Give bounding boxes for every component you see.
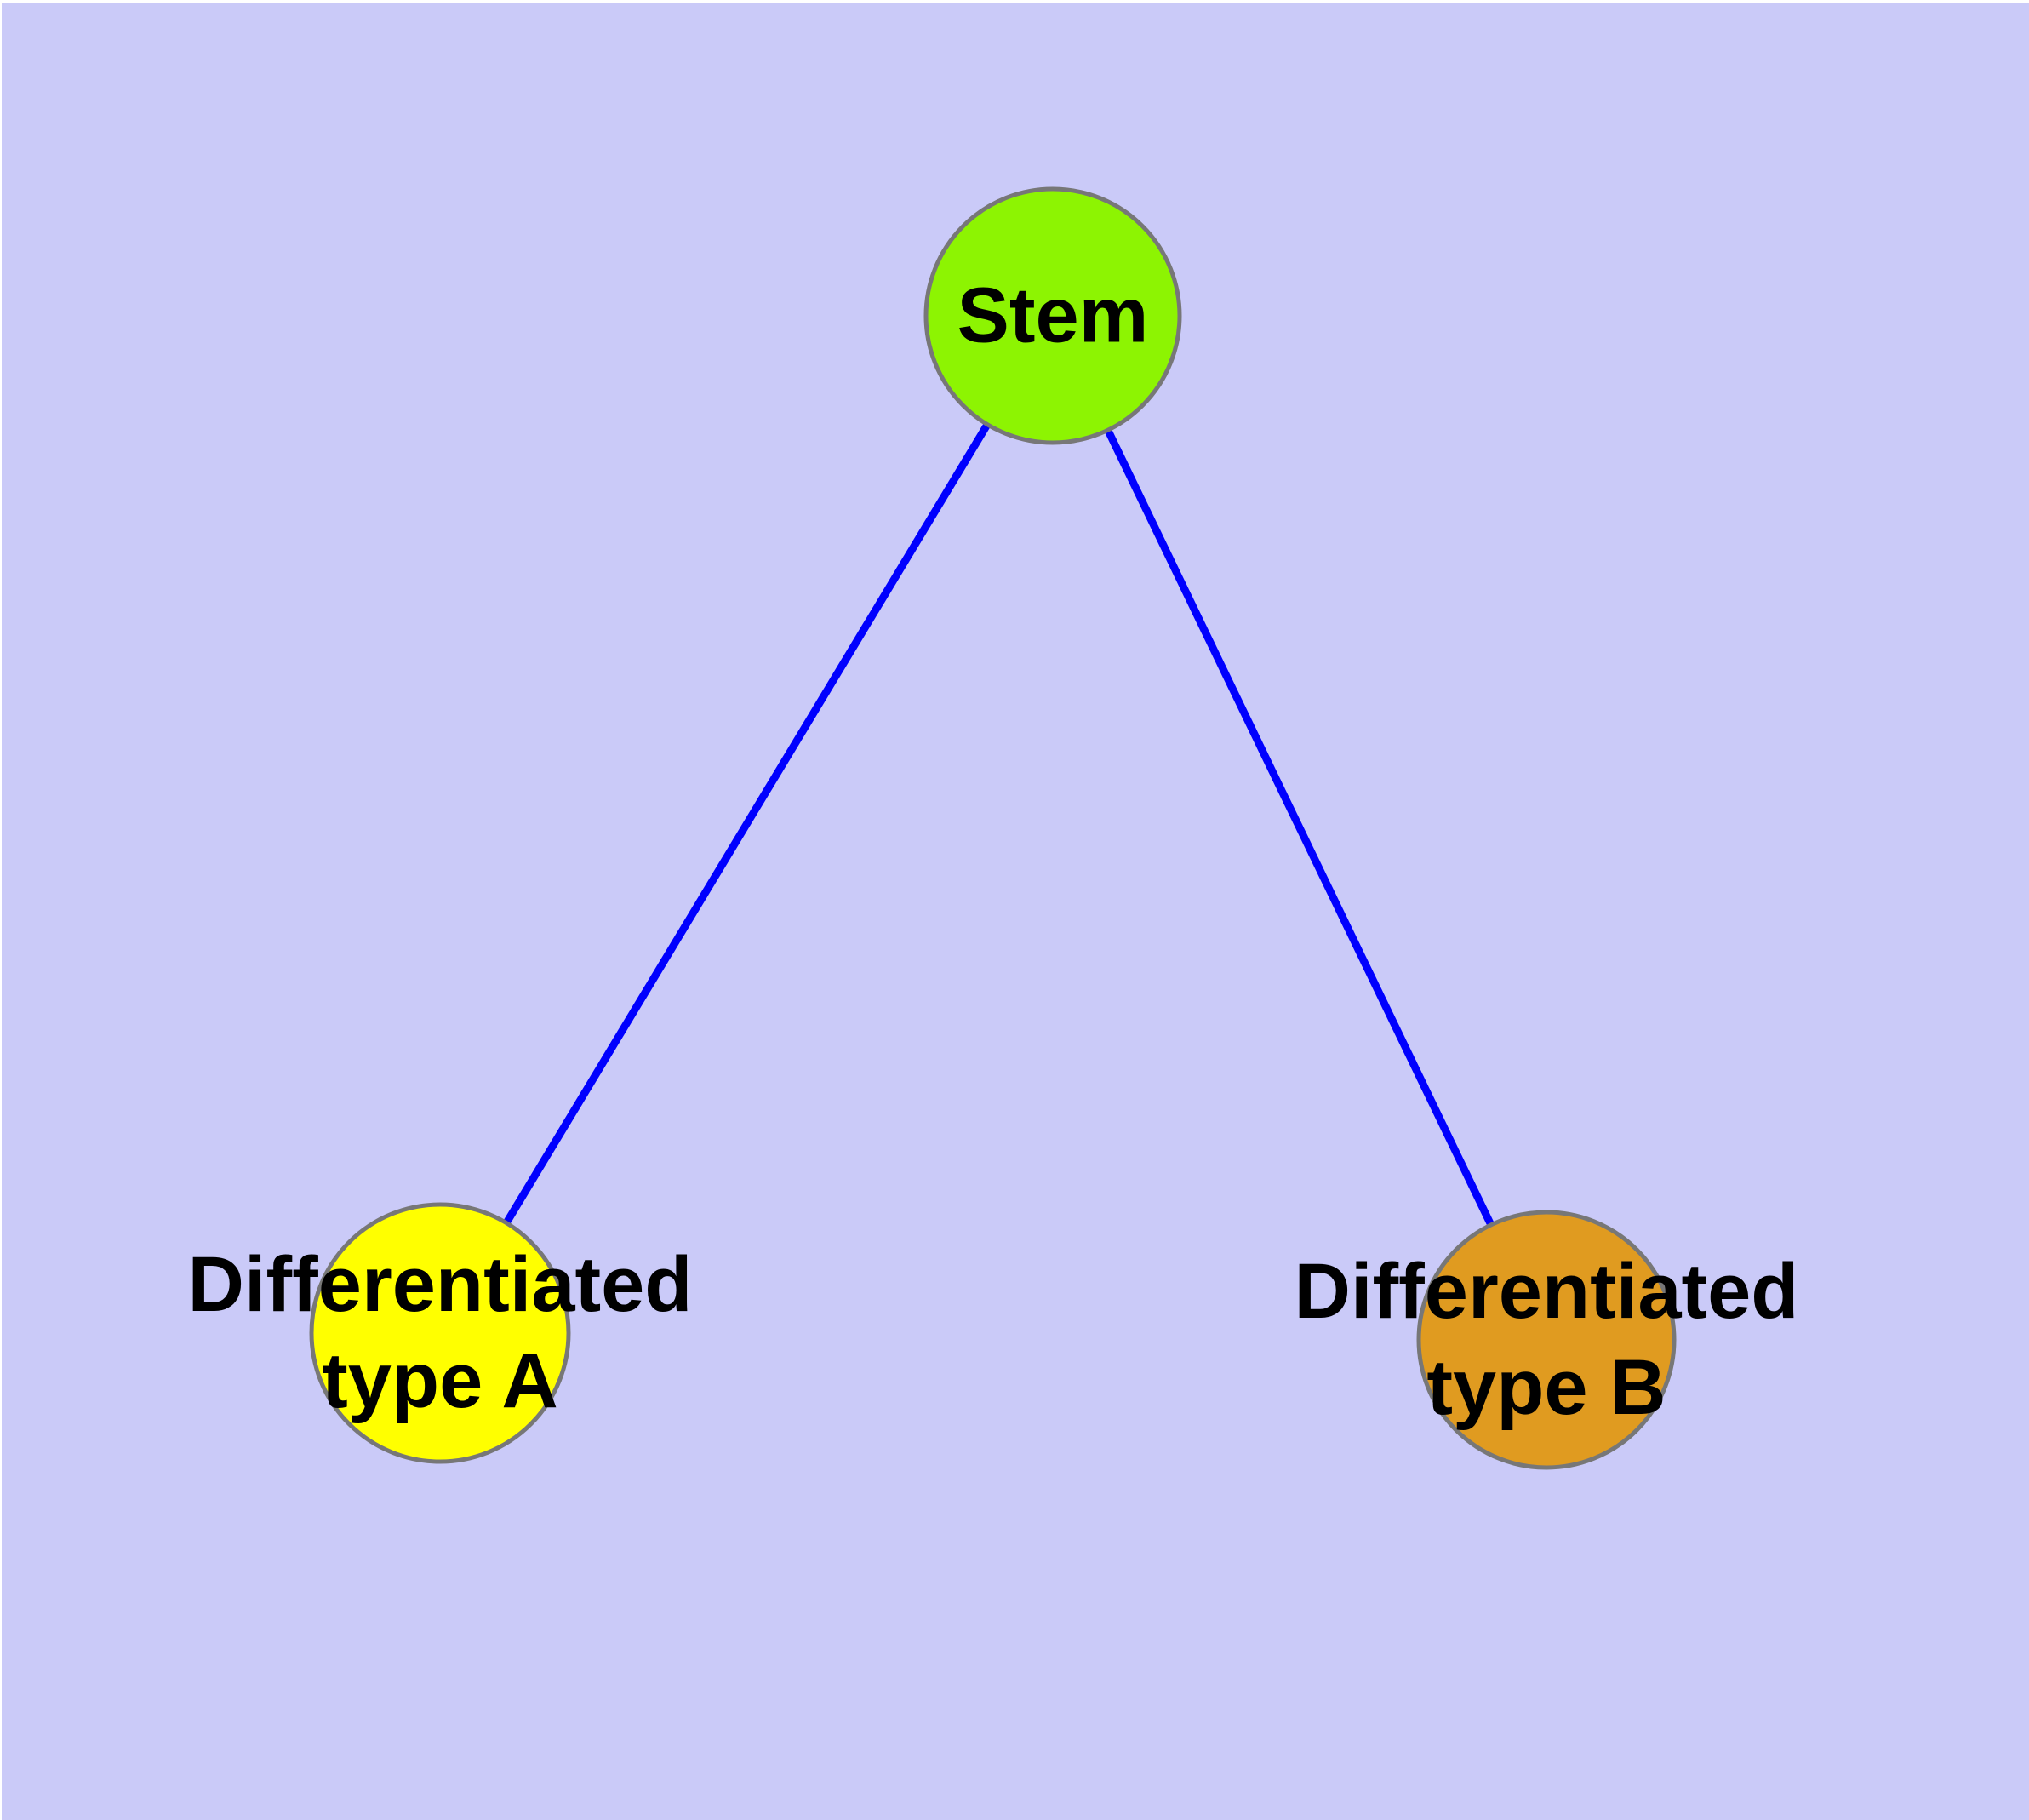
node-differentiated-type-a — [309, 1202, 571, 1464]
node-stem — [923, 186, 1182, 445]
edge-stem-to-type-a — [437, 313, 1056, 1336]
node-differentiated-type-b — [1416, 1210, 1677, 1470]
edge-stem-to-type-b — [1049, 314, 1551, 1342]
